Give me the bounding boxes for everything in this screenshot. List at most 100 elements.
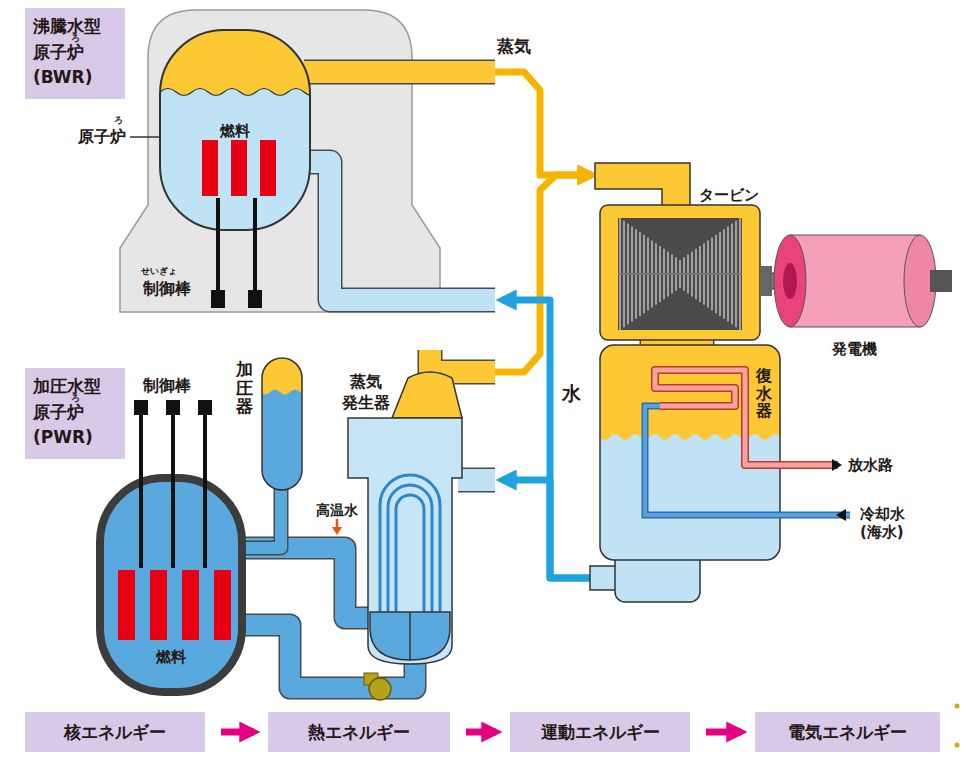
flow-direction-arrow — [332, 527, 342, 535]
energy-stage-band: 熱エネルギー — [268, 712, 450, 752]
turbine-casing — [595, 163, 690, 207]
pipe — [304, 162, 495, 300]
pipe — [236, 548, 370, 618]
pipe-connector — [304, 72, 592, 175]
energy-stage-band: 運動エネルギー — [510, 712, 690, 752]
condenser-tube — [655, 370, 838, 465]
control-rod — [211, 290, 225, 308]
condenser — [600, 345, 780, 440]
stage-arrow — [221, 732, 254, 733]
condenser — [600, 345, 780, 560]
flow-arrow — [221, 729, 254, 736]
pipe-connector — [236, 548, 370, 618]
stage-arrow — [466, 732, 496, 733]
flow-arrow — [706, 729, 741, 736]
pipe-outline — [458, 468, 495, 493]
part-label: 原子炉 — [78, 127, 126, 146]
control-rod — [211, 198, 262, 308]
control-rod — [139, 408, 143, 568]
turbine-blades — [618, 218, 742, 330]
control-rod — [253, 198, 257, 292]
generator — [774, 235, 806, 327]
fuel-rod — [231, 140, 247, 196]
pwr-reactor-vessel — [118, 570, 135, 640]
steam-generator — [348, 418, 462, 664]
control-rod — [216, 198, 220, 292]
reactor-vessel: 燃料 — [100, 478, 242, 692]
cooling-water-pipe — [836, 509, 846, 521]
turbine-casing — [595, 163, 760, 340]
pipe-outline — [304, 162, 495, 300]
node-label: 加圧器 — [236, 360, 253, 416]
stage-arrow — [706, 732, 741, 733]
pipe-outline — [236, 548, 370, 618]
generator: 発電機 — [770, 232, 940, 328]
coolant-pump — [364, 673, 391, 700]
node-label: 燃料 — [100, 648, 242, 668]
node-label: 電気エネルギー — [788, 721, 907, 743]
flow-direction-arrow — [336, 519, 339, 528]
node-label: 発電機 — [832, 340, 877, 360]
coolant-pump — [369, 678, 391, 700]
pipe — [304, 61, 495, 83]
reactor-vessel: 燃料 — [160, 30, 310, 230]
inlet-label: 冷却水 (海水) — [860, 505, 918, 541]
type-label-box: 加圧水型 原子炉 (PWR)ろ — [25, 368, 125, 459]
turbine: タービン — [595, 160, 760, 340]
flow-direction-arrow — [332, 519, 342, 535]
leader-line — [130, 136, 160, 138]
node-label: 燃料 — [160, 122, 310, 142]
outlet-label: 放水路 — [848, 456, 893, 474]
condenser-tube — [655, 370, 842, 471]
part-label: 制御棒 — [143, 376, 191, 395]
bwr-reactor-vessel — [160, 30, 310, 96]
node-label: 復水器 — [756, 367, 772, 420]
ruby-text: ろ — [71, 34, 80, 43]
energy-stage-band: 電気エネルギー — [755, 712, 940, 752]
page-decoration — [955, 704, 960, 748]
steam-generator — [370, 612, 450, 660]
steam-generator — [392, 372, 462, 418]
ruby-text: ろ — [71, 394, 80, 403]
generator — [783, 263, 797, 299]
generator — [790, 235, 920, 327]
pressurizer: 加圧器 — [262, 358, 302, 490]
control-rod — [203, 408, 207, 568]
bwr-reactor-vessel — [160, 89, 310, 96]
bwr-reactor-vessel — [144, 20, 320, 230]
generator — [930, 270, 952, 292]
flow-arrow — [466, 729, 496, 736]
turbine-blades — [618, 218, 742, 330]
shaft-hub — [760, 266, 772, 296]
control-rod — [171, 408, 175, 568]
steam-generator — [380, 475, 440, 612]
condenser-tube — [655, 370, 838, 465]
pipe — [430, 350, 495, 372]
flow-label: 高温水 — [316, 502, 358, 519]
condenser: 復水器 — [598, 345, 780, 602]
flow-arrow — [502, 300, 592, 578]
fuel-rod — [260, 140, 276, 196]
flow-arrow — [502, 480, 592, 578]
turbine-casing — [600, 205, 760, 340]
steam-generator — [348, 372, 462, 664]
control-rod — [134, 400, 148, 415]
control-rod — [166, 400, 180, 415]
page-decoration — [955, 743, 960, 748]
type-label-box: 沸騰水型 原子炉 (BWR)ろ — [25, 8, 125, 99]
node-label: 蒸気 発生器 — [340, 372, 392, 414]
condenser-tube — [832, 459, 842, 471]
flow-arrow — [495, 175, 592, 372]
pipe-connector — [430, 175, 592, 372]
energy-stage-band: 核エネルギー — [25, 712, 205, 752]
pipe-outline — [430, 350, 495, 372]
node-label: 運動エネルギー — [541, 721, 660, 743]
node-label: 沸騰水型 原子炉 (BWR) — [33, 14, 117, 91]
generator — [774, 235, 952, 327]
fuel-rod — [202, 140, 276, 196]
flow-label: 水 — [562, 382, 581, 405]
pwr-reactor-vessel — [182, 570, 199, 640]
containment-building — [120, 10, 440, 312]
pwr-reactor-vessel — [214, 570, 231, 640]
